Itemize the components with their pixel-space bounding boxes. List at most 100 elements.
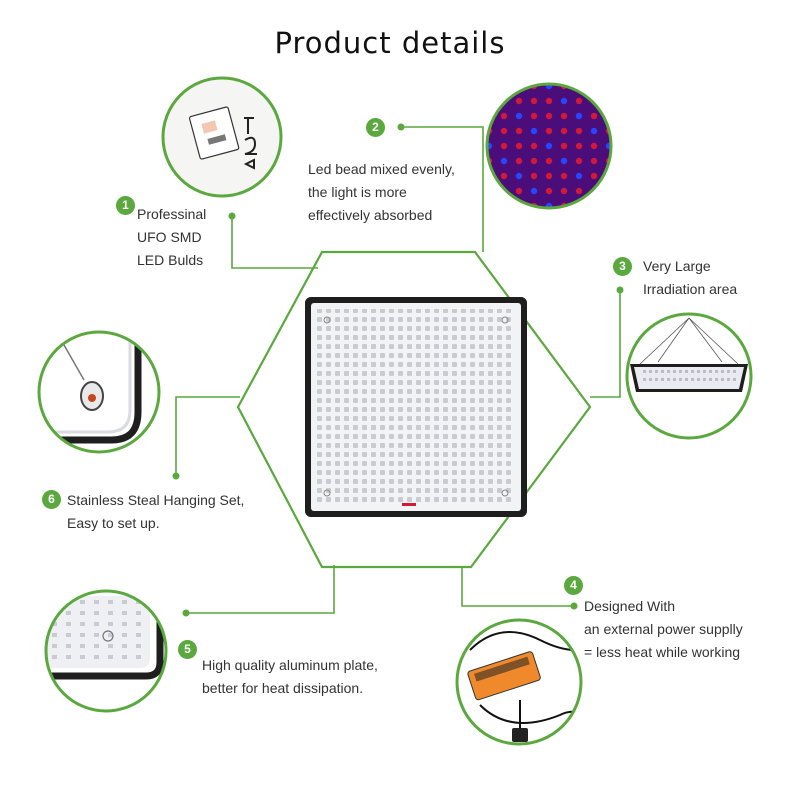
led-dot [560, 187, 568, 195]
external-power-supply-icon [455, 618, 583, 746]
led-dot [560, 97, 568, 105]
plate-led-dot [52, 633, 57, 637]
hexagon-frame [236, 250, 592, 569]
led-dot [575, 112, 583, 120]
callout-3-number: 3 [613, 257, 632, 276]
callout-5-text: High quality aluminum plate, better for … [202, 654, 378, 700]
panel-screw-br [501, 489, 509, 497]
plate-led-dot [108, 622, 113, 626]
aluminum-plate-corner-icon [44, 589, 168, 713]
connector-dots [172, 123, 624, 617]
connector-1 [231, 217, 318, 269]
led-dot [487, 202, 493, 208]
callout-4-line-2: an external power supplly [584, 621, 743, 637]
led-dot [605, 202, 611, 208]
led-dot [590, 202, 598, 208]
connector-dot-1 [228, 212, 236, 220]
led-dot [560, 112, 568, 120]
led-dot [487, 112, 493, 120]
led-chip-closeup-icon [161, 76, 283, 198]
plate-led-dot [108, 611, 113, 615]
plate-led-dot [136, 611, 141, 615]
callout-2-line-3: effectively absorbed [308, 207, 433, 223]
hanging-panel-icon [625, 312, 753, 440]
callout-5-line-2: better for heat dissipation. [202, 680, 364, 696]
led-dot [515, 97, 523, 105]
callout-4-line-1: Designed With [584, 598, 676, 614]
led-dot [515, 187, 523, 195]
main-led-panel [305, 297, 527, 517]
plate-led-dot [80, 633, 85, 637]
led-dot [515, 202, 523, 208]
led-dot [487, 172, 493, 180]
connector-4 [461, 567, 574, 607]
plate-led-dot [136, 655, 141, 659]
callout-5-line-1: High quality aluminum plate, [202, 657, 378, 673]
plate-led-dot [52, 622, 57, 626]
led-dot [545, 187, 553, 195]
callout-3-text: Very Large Irradiation area [643, 255, 737, 301]
callout-1-line-1: Professinal [137, 206, 207, 222]
plate-led-dot [52, 655, 57, 659]
led-dot [560, 142, 568, 150]
callout-3-line-2: Irradiation area [643, 281, 738, 297]
led-dot [575, 142, 583, 150]
connector-dot-2 [397, 123, 405, 131]
panel-brand-mark [402, 503, 416, 506]
panel-screw-bl [323, 489, 331, 497]
callout-2-text: Led bead mixed evenly, the light is more… [308, 158, 455, 227]
panel-screw-tr [501, 316, 509, 324]
led-dot [515, 172, 523, 180]
led-dot [515, 84, 523, 90]
callout-2-line-1: Led bead mixed evenly, [308, 161, 455, 177]
led-dot [605, 172, 611, 180]
led-dot [487, 97, 493, 105]
connector-3 [590, 290, 621, 398]
led-dot [487, 187, 493, 195]
led-dot [575, 84, 583, 90]
led-dot [530, 127, 538, 135]
led-dot [530, 97, 538, 105]
led-dot [590, 142, 598, 150]
plate-led-dot [94, 622, 99, 626]
callout-6-line-1: Stainless Steal Hanging Set, [67, 492, 245, 508]
connector-lines [175, 126, 621, 614]
led-dot [530, 157, 538, 165]
connector-2 [402, 126, 484, 252]
plate-led-dot [136, 633, 141, 637]
led-dot [575, 157, 583, 165]
callout-1-number: 1 [116, 196, 135, 215]
led-dot [530, 187, 538, 195]
plate-led-dot [66, 644, 71, 648]
plate-led-dot [108, 600, 113, 604]
hanging-hook-icon [37, 330, 161, 454]
led-dot [545, 172, 553, 180]
plate-led-dot [108, 644, 113, 648]
connector-dot-3 [616, 286, 624, 294]
plate-led-dot [80, 622, 85, 626]
led-dot [500, 127, 508, 135]
plate-led-dot [66, 655, 71, 659]
led-dot [500, 172, 508, 180]
led-dot [530, 172, 538, 180]
plate-led-dot [108, 633, 113, 637]
led-dot [545, 112, 553, 120]
led-dot [500, 142, 508, 150]
callout-6-number: 6 [42, 490, 61, 509]
plate-led-dot [52, 644, 57, 648]
callout-6-text: Stainless Steal Hanging Set, Easy to set… [67, 489, 244, 535]
plate-led-dot [52, 600, 57, 604]
callout-4-text: Designed With an external power supplly … [584, 595, 743, 664]
callout-3-line-1: Very Large [643, 258, 711, 274]
plate-led-dot [108, 655, 113, 659]
plate-led-dot [122, 633, 127, 637]
led-dot [575, 127, 583, 135]
plate-led-dot [80, 611, 85, 615]
led-dot [500, 112, 508, 120]
red-blue-led-array-icon [485, 82, 613, 210]
plate-led-dot [122, 655, 127, 659]
plate-led-dot [136, 622, 141, 626]
led-dot [575, 172, 583, 180]
